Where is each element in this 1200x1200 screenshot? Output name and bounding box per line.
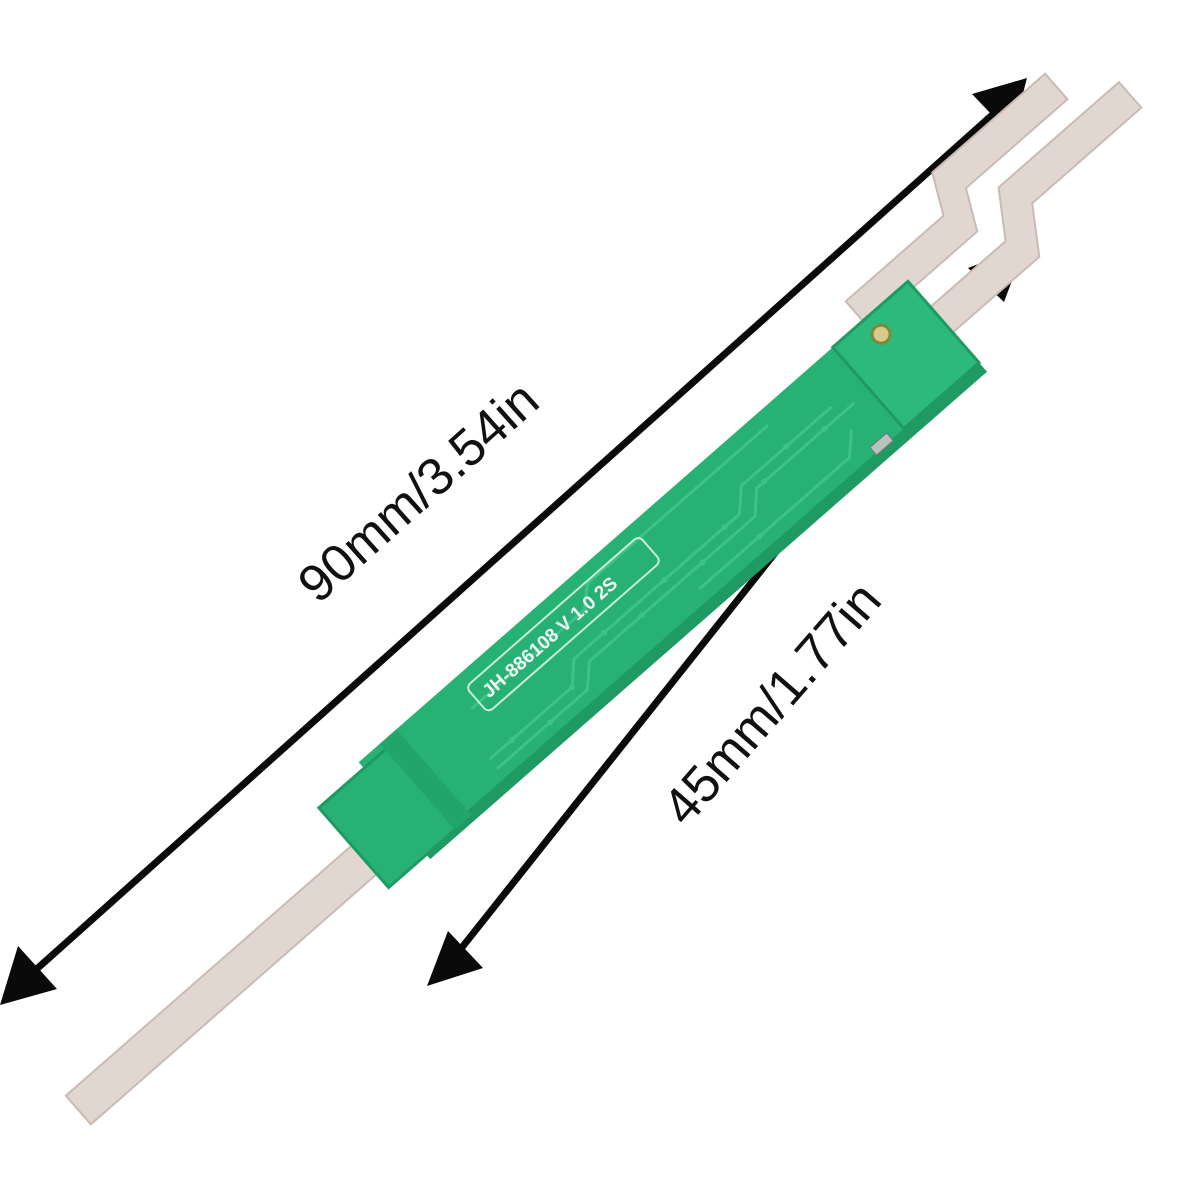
- nickel-strip-right-lower: [913, 80, 1143, 348]
- total-length-arrow-line: [27, 105, 1003, 978]
- bms-board-assembly: JH-886108 V 1.0 2S: [64, 72, 1143, 1126]
- pcb-face: [358, 281, 980, 844]
- pcb-end-tab-right: [830, 279, 982, 431]
- smd-component: [869, 432, 894, 456]
- total-length-label: 90mm/3.54in: [287, 371, 550, 615]
- pcb-end-ridge-left: [379, 729, 472, 830]
- solder-pad: [870, 323, 892, 345]
- board-length-arrow-head-start: [427, 931, 483, 986]
- pcb-traces: [470, 401, 856, 770]
- strip-body: [913, 80, 1143, 348]
- pcb: JH-886108 V 1.0 2S: [316, 279, 988, 890]
- silkscreen-frame: [467, 537, 660, 712]
- total-length-arrow-head-start: [0, 946, 57, 1005]
- pcb-vias: [508, 425, 828, 743]
- total-length-dimension: 90mm/3.54in: [0, 78, 1027, 1005]
